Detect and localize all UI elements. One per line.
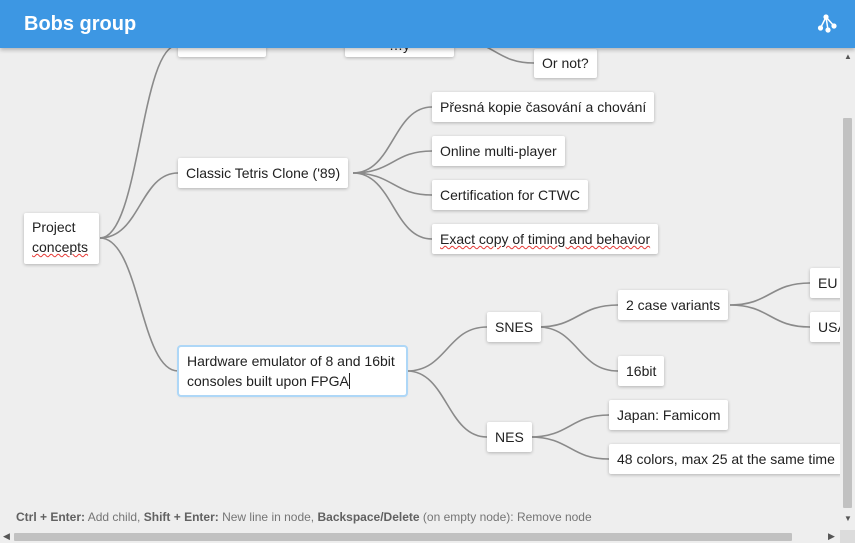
node-or-not[interactable]: Or not? [534, 49, 597, 78]
scrollbar-corner [840, 530, 855, 543]
node-tetris[interactable]: Classic Tetris Clone ('89) [178, 158, 349, 188]
edge-nes-48colors [529, 436, 610, 460]
mindmap-canvas[interactable]: …y Or not? Project concepts Classic Tetr… [0, 0, 840, 530]
edge-tetris-c4 [352, 172, 433, 240]
edge-root-top [99, 44, 179, 239]
node-eu[interactable]: EU [810, 268, 840, 298]
app-bar: Bobs group [0, 0, 855, 48]
node-label: Exact copy of timing and behavior [440, 231, 651, 247]
node-hardware[interactable]: Hardware emulator of 8 and 16bit console… [177, 345, 408, 397]
scroll-left-arrow-icon[interactable]: ◀ [3, 531, 10, 541]
scroll-down-arrow-icon[interactable]: ▼ [844, 514, 852, 523]
node-tetris-child-3[interactable]: Certification for CTWC [432, 180, 589, 210]
hint-text: Add child, [85, 510, 144, 524]
node-label: EU [818, 275, 838, 291]
node-label: Online multi-player [440, 143, 557, 159]
node-16bit[interactable]: 16bit [618, 356, 665, 386]
node-label-line: Project [32, 219, 76, 235]
node-snes[interactable]: SNES [487, 312, 542, 342]
node-48-colors[interactable]: 48 colors, max 25 at the same time [609, 444, 840, 474]
edge-tetris-c3 [352, 172, 433, 196]
node-label: SNES [495, 319, 534, 335]
node-label-line: Hardware emulator of 8 and 16bit [187, 353, 395, 369]
scroll-right-arrow-icon[interactable]: ▶ [828, 531, 835, 541]
edge-hw-snes [406, 326, 488, 372]
node-label-line: consoles built upon FPGA [187, 373, 349, 389]
node-label: Classic Tetris Clone ('89) [186, 165, 341, 181]
node-usa[interactable]: USA [810, 312, 840, 342]
edge-tetris-c1 [352, 106, 433, 174]
edge-variants-usa [729, 304, 811, 328]
edge-snes-16bit [537, 326, 619, 372]
vertical-scrollbar[interactable]: ▲ ▼ [840, 48, 855, 530]
node-label-line: concepts [32, 239, 89, 255]
node-label: Přesná kopie časování a chování [440, 99, 647, 115]
node-label: Certification for CTWC [440, 187, 581, 203]
edge-root-hardware [99, 237, 179, 372]
hint-key: Backspace/Delete [317, 510, 420, 524]
edge-nes-japan [529, 414, 610, 438]
node-nes[interactable]: NES [487, 422, 532, 452]
edge-hw-nes [406, 370, 488, 438]
edge-snes-variants [537, 304, 619, 328]
node-tetris-child-4[interactable]: Exact copy of timing and behavior [432, 224, 659, 254]
node-label: NES [495, 429, 524, 445]
horizontal-scrollbar[interactable]: ◀ ▶ [0, 530, 840, 543]
node-label: Japan: Famicom [617, 407, 721, 423]
edges-layer [99, 39, 811, 460]
horizontal-scroll-thumb[interactable] [14, 533, 792, 541]
node-label: 48 colors, max 25 at the same time [617, 451, 835, 467]
page-title: Bobs group [24, 13, 137, 35]
text-cursor [348, 373, 350, 389]
node-label: USA [818, 319, 840, 335]
scroll-up-arrow-icon[interactable]: ▲ [844, 52, 852, 61]
keyboard-hint: Ctrl + Enter: Add child, Shift + Enter: … [16, 510, 592, 524]
node-2-case-variants[interactable]: 2 case variants [618, 290, 729, 320]
edge-tetris-c2 [352, 150, 433, 174]
hint-key: Shift + Enter: [143, 510, 219, 524]
tree-structure-icon[interactable] [815, 12, 839, 36]
edge-variants-eu [729, 282, 811, 306]
node-japan-famicom[interactable]: Japan: Famicom [609, 400, 729, 430]
edge-root-tetris [99, 172, 179, 239]
node-label: Or not? [542, 55, 589, 71]
node-tetris-child-2[interactable]: Online multi-player [432, 136, 565, 166]
node-label: 2 case variants [626, 297, 721, 313]
node-label: 16bit [626, 363, 657, 379]
hint-key: Ctrl + Enter: [16, 510, 86, 524]
node-root[interactable]: Project concepts [24, 213, 99, 264]
hint-text: (on empty node): Remove node [419, 510, 592, 524]
hint-text: New line in node, [218, 510, 318, 524]
vertical-scroll-thumb[interactable] [843, 118, 852, 508]
node-tetris-child-1[interactable]: Přesná kopie časování a chování [432, 92, 655, 122]
